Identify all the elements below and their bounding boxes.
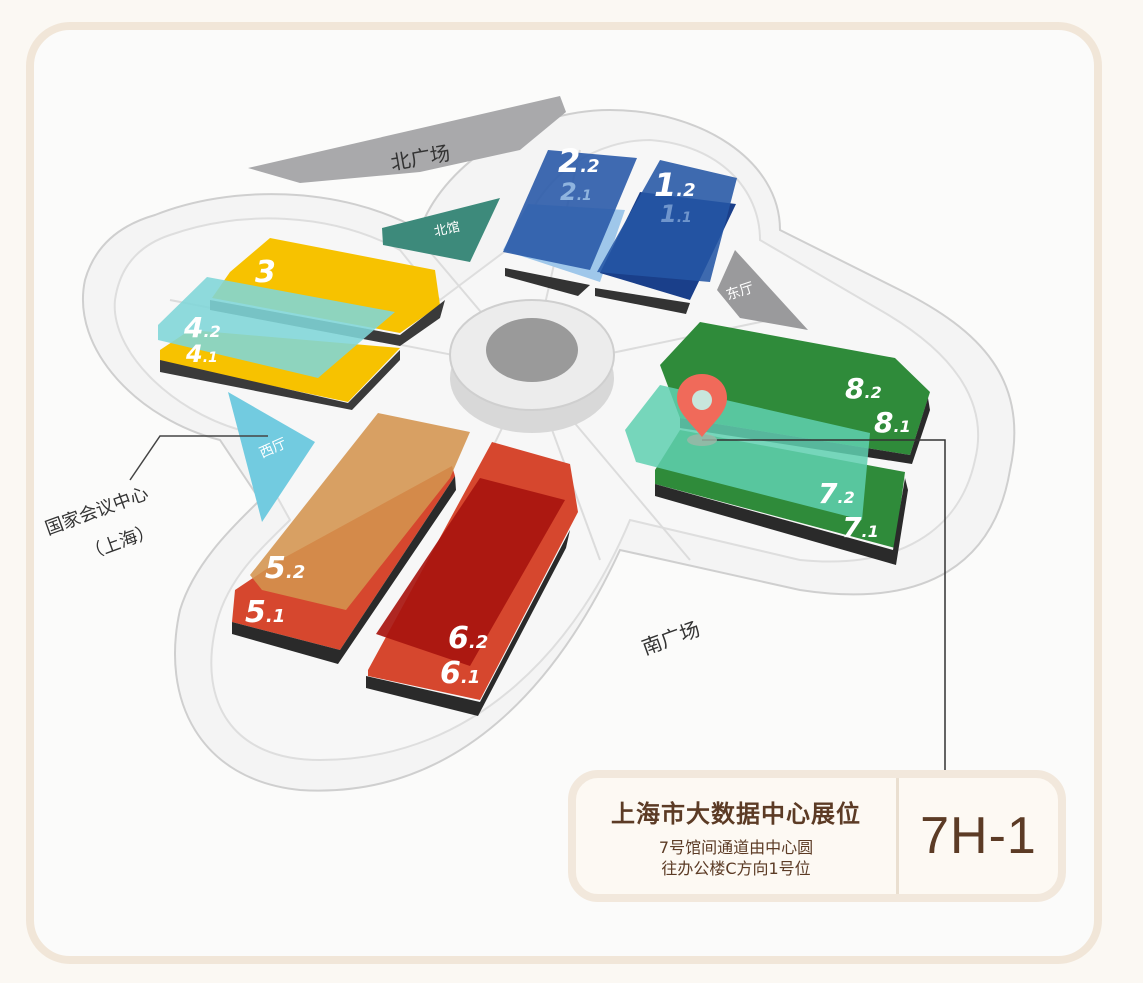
booth-info-text: 上海市大数据中心展位 7号馆间通道由中心圆 往办公楼C方向1号位	[576, 778, 899, 894]
booth-desc-line2: 往办公楼C方向1号位	[661, 858, 811, 878]
hall-5-2[interactable]	[250, 413, 470, 610]
label-1-1: 1.1	[660, 200, 692, 228]
label-7-2: 7.2	[818, 477, 855, 510]
booth-description: 7号馆间通道由中心圆 往办公楼C方向1号位	[659, 837, 813, 879]
label-2-2: 2.2	[558, 142, 600, 180]
north-plaza	[248, 96, 566, 183]
label-5-2: 5.2	[265, 551, 305, 586]
hall-1[interactable]	[595, 160, 737, 314]
convention-center-leader	[129, 435, 268, 481]
label-5-1: 5.1	[245, 595, 285, 630]
label-8-2: 8.2	[845, 372, 882, 405]
label-3: 3	[255, 255, 276, 290]
north-hall-label: 北馆	[433, 220, 462, 240]
label-1-2: 1.2	[654, 166, 696, 204]
label-4-1: 4.1	[185, 340, 218, 368]
pavilion-labels: 2.2 2.1 1.2 1.1 3 4.2 4.1 5.2 5.1 6.2 6.…	[183, 142, 911, 691]
east-hall[interactable]	[717, 250, 808, 330]
booth-leader-line	[702, 439, 946, 770]
hall-6-2[interactable]	[376, 478, 565, 666]
label-7-1: 7.1	[842, 511, 879, 544]
booth-desc-line1: 7号馆间通道由中心圆	[658, 837, 814, 857]
central-ring	[449, 299, 615, 433]
west-hall[interactable]	[228, 392, 315, 522]
booth-title: 上海市大数据中心展位	[611, 799, 861, 828]
booth-code-panel: 7H-1	[899, 778, 1058, 894]
south-plaza-label: 南广场	[639, 617, 704, 660]
label-6-2: 6.2	[448, 621, 488, 656]
booth-info-card: 上海市大数据中心展位 7号馆间通道由中心圆 往办公楼C方向1号位 7H-1	[568, 770, 1066, 902]
label-2-1: 2.1	[560, 178, 592, 206]
label-6-1: 6.1	[440, 656, 480, 691]
hall-4-2[interactable]	[158, 277, 395, 378]
hall-2[interactable]	[503, 150, 637, 296]
hall-7-2[interactable]	[625, 385, 870, 520]
label-4-2: 4.2	[183, 311, 221, 344]
label-8-1: 8.1	[874, 406, 911, 439]
convention-center-sublabel: （上海）	[83, 520, 158, 564]
map-pin-icon[interactable]	[677, 374, 727, 446]
booth-code: 7H-1	[920, 807, 1037, 865]
north-hall[interactable]	[382, 198, 500, 262]
